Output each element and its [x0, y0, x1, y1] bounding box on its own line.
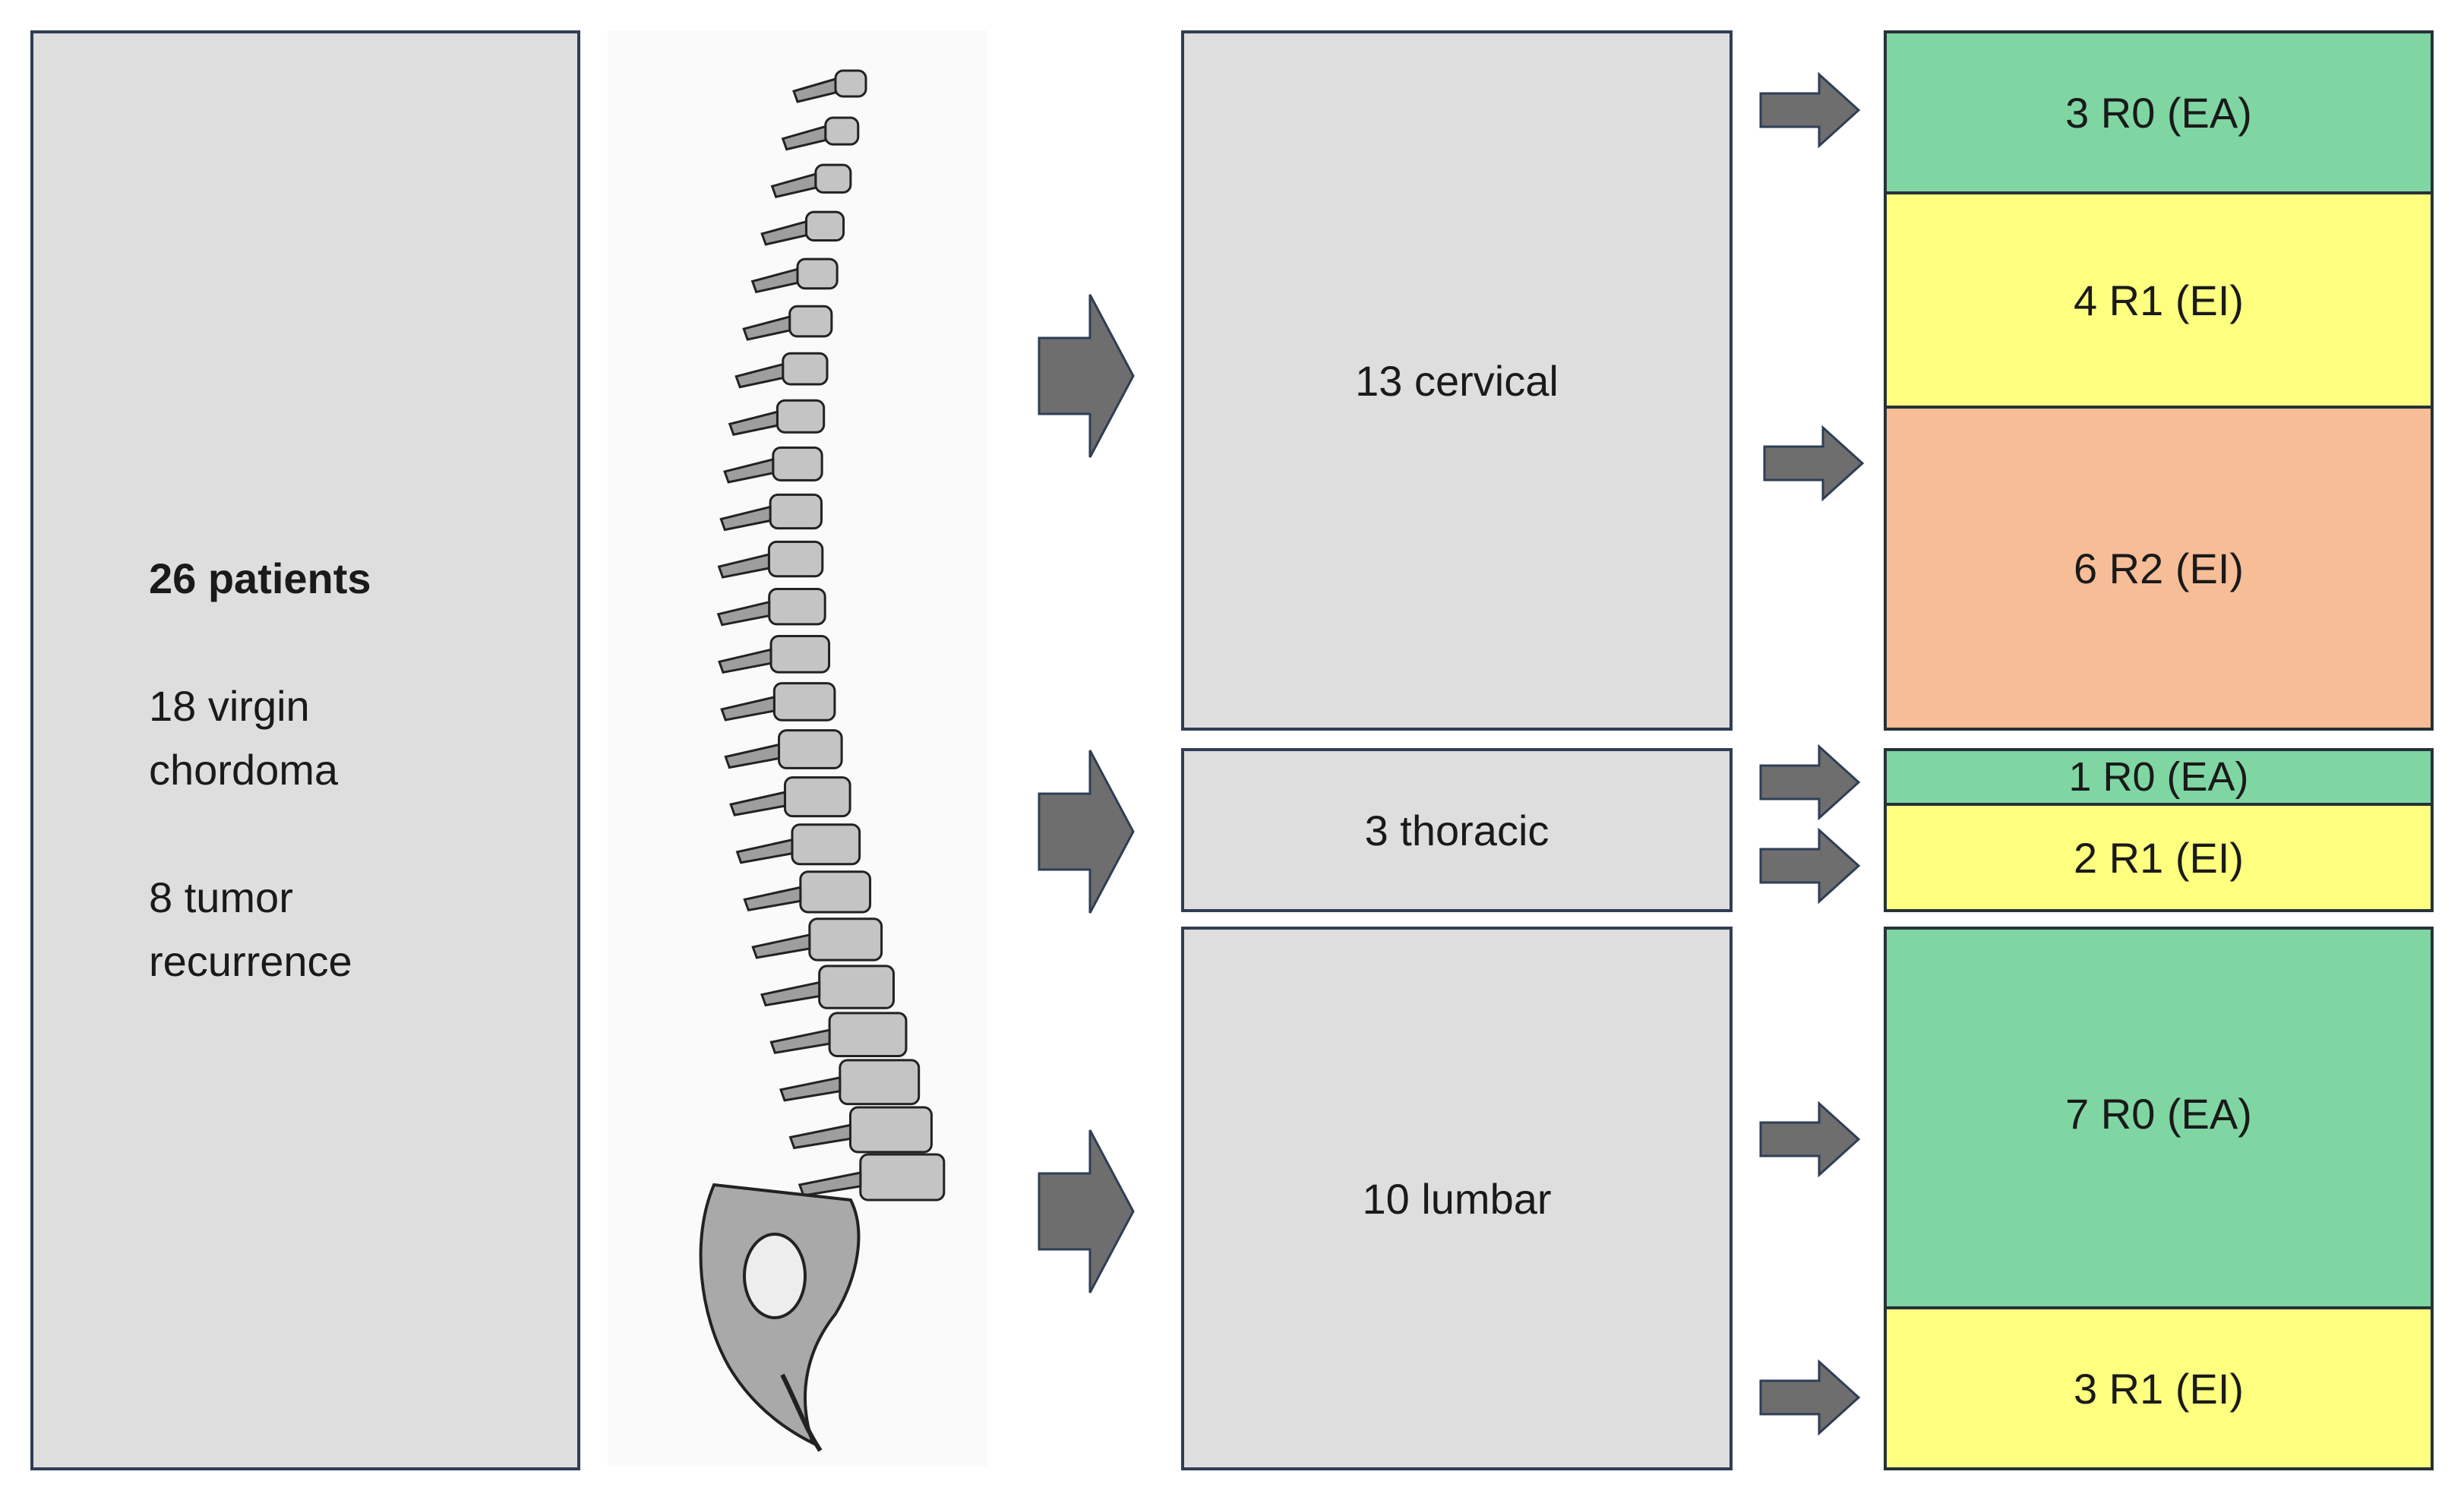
- tumor-recurrence-label: 8 tumor recurrence: [149, 873, 352, 985]
- vertebra-icon: [818, 965, 895, 1009]
- vertebra-icon: [834, 69, 867, 98]
- vertebra-icon: [769, 493, 823, 530]
- vertebra-icon: [767, 540, 824, 578]
- spinous-process-icon: [724, 743, 781, 769]
- spine-icon: [699, 69, 946, 1452]
- spinous-process-icon: [728, 410, 779, 436]
- spinous-process-icon: [729, 791, 786, 816]
- vertebra-icon: [791, 823, 861, 866]
- thoracic-box: 3 thoracic: [1181, 748, 1733, 912]
- vertebra-icon: [848, 1106, 933, 1154]
- spinous-process-icon: [781, 125, 827, 151]
- spinous-process-icon: [735, 838, 794, 864]
- spinous-process-icon: [743, 886, 802, 912]
- total-patients-label: 26 patients: [149, 554, 371, 602]
- vertebra-icon: [814, 163, 852, 194]
- arrow-to-cervical-r0-icon: [1759, 72, 1861, 148]
- thoracic-r1-result: 2 R1 (EI): [1884, 803, 2434, 912]
- vertebra-icon: [824, 116, 860, 146]
- vertebra-icon: [788, 305, 833, 338]
- vertebra-icon: [804, 210, 845, 242]
- vertebra-icon: [769, 635, 831, 674]
- cervical-r2-result: 6 R2 (EI): [1884, 406, 2434, 731]
- spine-illustration: [608, 30, 987, 1466]
- vertebra-icon: [778, 729, 843, 769]
- lumbar-r0-result: 7 R0 (EA): [1884, 927, 2434, 1309]
- vertebra-icon: [828, 1012, 908, 1057]
- arrow-to-thoracic-icon: [1038, 750, 1135, 914]
- arrow-to-lumbar-r1-icon: [1759, 1359, 1861, 1435]
- vertebra-icon: [796, 257, 839, 290]
- arrow-to-cervical-icon: [1038, 294, 1135, 458]
- vertebra-icon: [859, 1153, 946, 1202]
- spinous-process-icon: [723, 457, 775, 484]
- lumbar-r1-result: 3 R1 (EI): [1884, 1306, 2434, 1470]
- spinous-process-icon: [798, 1171, 862, 1197]
- spinous-process-icon: [717, 553, 770, 579]
- arrow-to-cervical-r2-icon: [1763, 425, 1865, 501]
- arrow-to-lumbar-icon: [1038, 1129, 1135, 1293]
- thoracic-r0-result: 1 R0 (EA): [1884, 748, 2434, 806]
- spinous-process-icon: [770, 172, 817, 198]
- spinous-process-icon: [769, 1028, 831, 1054]
- spinous-process-icon: [716, 600, 771, 627]
- vertebra-icon: [808, 917, 883, 962]
- spinous-process-icon: [720, 696, 776, 722]
- vertebra-icon: [783, 776, 851, 818]
- spinous-process-icon: [760, 219, 807, 246]
- vertebra-icon: [799, 870, 872, 914]
- spinous-process-icon: [742, 315, 791, 341]
- arrow-to-thoracic-r1-icon: [1759, 828, 1861, 904]
- cervical-box: 13 cervical: [1181, 30, 1733, 731]
- spinous-process-icon: [779, 1075, 842, 1102]
- sacrum-icon: [699, 1183, 861, 1452]
- spinous-process-icon: [719, 505, 772, 532]
- vertebra-icon: [776, 399, 826, 434]
- spinous-process-icon: [788, 1123, 851, 1150]
- vertebra-icon: [768, 587, 826, 626]
- lumbar-box: 10 lumbar: [1181, 927, 1733, 1470]
- virgin-chordoma-label: 18 virgin chordoma: [149, 682, 339, 794]
- vertebra-icon: [782, 352, 829, 386]
- patient-summary-box: [30, 30, 580, 1470]
- vertebra-icon: [839, 1059, 921, 1106]
- vertebra-icon: [772, 446, 823, 482]
- spinous-process-icon: [734, 362, 785, 389]
- spinous-process-icon: [760, 981, 821, 1007]
- cervical-r1-result: 4 R1 (EI): [1884, 191, 2434, 409]
- spinous-process-icon: [718, 648, 772, 674]
- spinous-process-icon: [792, 77, 837, 103]
- vertebra-icon: [772, 682, 836, 722]
- spinous-process-icon: [750, 267, 799, 294]
- cervical-r0-result: 3 R0 (EA): [1884, 30, 2434, 194]
- spinous-process-icon: [751, 933, 811, 959]
- arrow-to-thoracic-r0-icon: [1759, 744, 1861, 820]
- arrow-to-lumbar-r0-icon: [1759, 1101, 1861, 1177]
